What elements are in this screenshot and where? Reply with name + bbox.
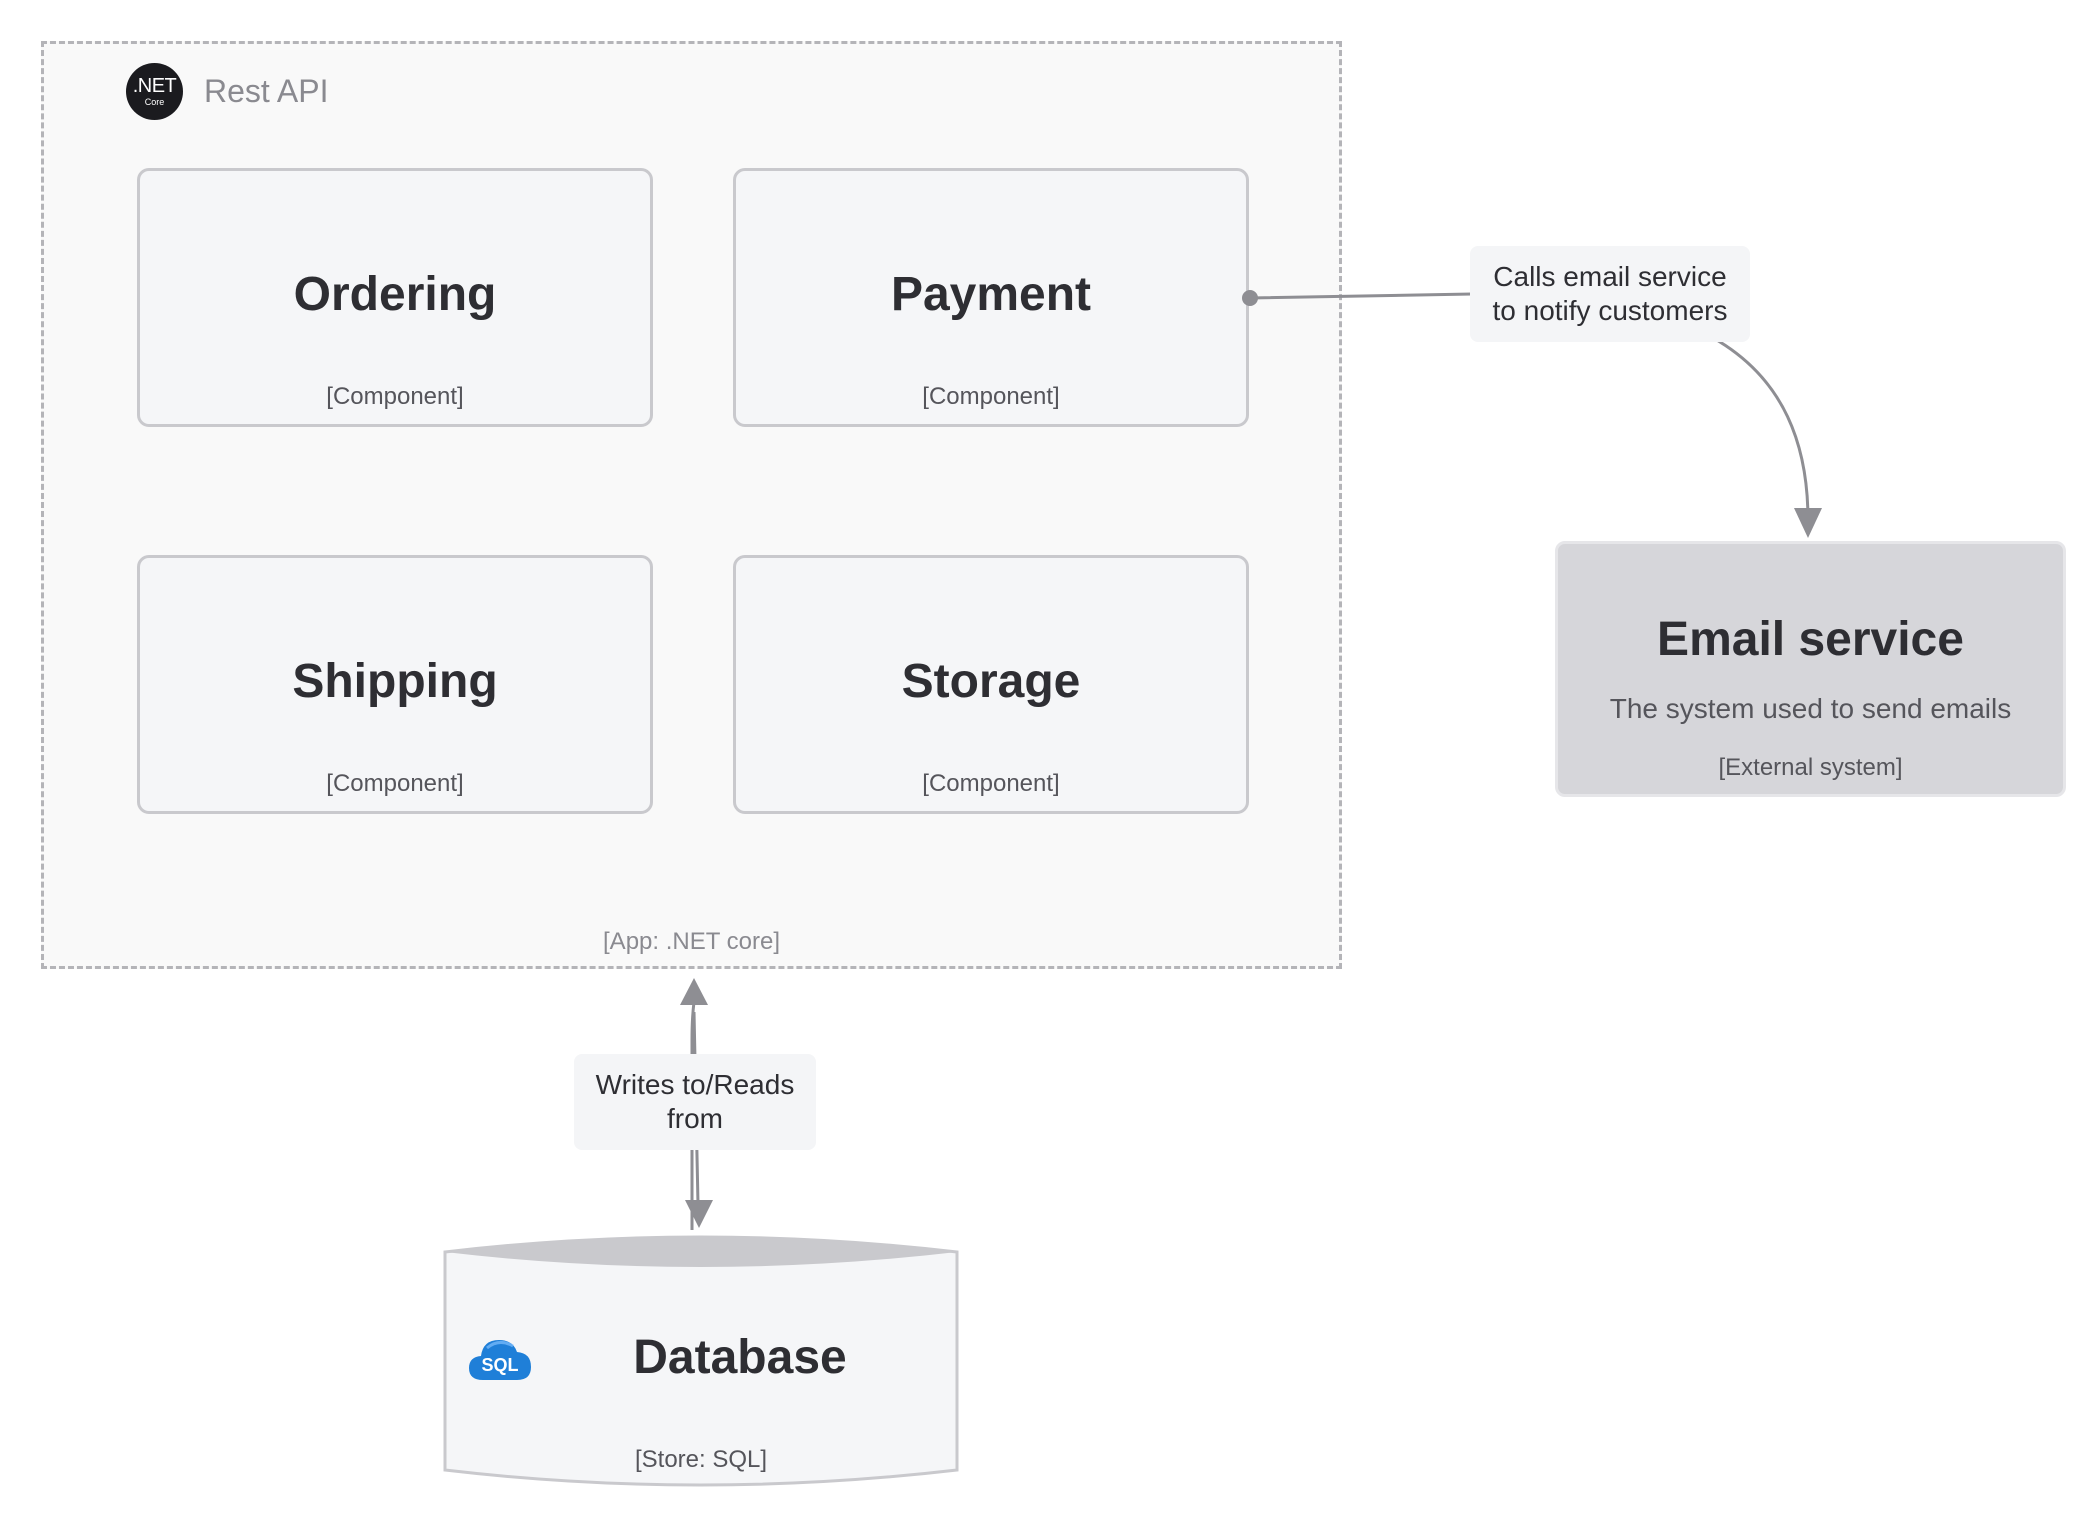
boundary-title: Rest API [204, 72, 329, 109]
edge-api-db [690, 1001, 696, 1230]
boundary-technology: [App: .NET core] [603, 928, 780, 955]
edge-label-line: to notify customers [1492, 295, 1728, 326]
edge-label-api-db: Writes to/Reads from [574, 1054, 816, 1150]
component-technology: [Component] [326, 383, 464, 410]
edge-label-payment-email: Calls email service to notify customers [1470, 246, 1750, 342]
database-cylinder-top [445, 1237, 957, 1267]
boundary-header: .NET Core Rest API [126, 62, 329, 120]
component-technology: [Component] [326, 770, 464, 797]
component-title: Payment [890, 268, 1092, 321]
sql-icon-text: SQL [481, 1355, 519, 1375]
edge-label-line: Writes to/Reads [595, 1069, 795, 1100]
arrowhead-api [680, 978, 708, 1005]
database-title[interactable]: Database [633, 1331, 847, 1384]
component-ordering[interactable]: Ordering [Component] [137, 168, 653, 427]
component-payment[interactable]: Payment [Component] [733, 168, 1249, 427]
dotnet-core-icon: .NET Core [126, 62, 183, 120]
component-storage[interactable]: Storage [Component] [733, 555, 1249, 814]
dotnet-logo-text: .NET [132, 74, 177, 97]
cloud-icon [469, 1340, 531, 1380]
component-title: Shipping [292, 655, 498, 708]
arrowhead-email [1794, 508, 1822, 538]
component-title: Storage [901, 655, 1081, 708]
edge-label-line: Calls email service [1493, 261, 1727, 292]
database-technology: [Store: SQL] [634, 1446, 768, 1473]
dotnet-logo-subtext: Core [144, 96, 165, 107]
component-technology: [Component] [922, 383, 1060, 410]
external-email-service[interactable]: Email service The system used to send em… [1555, 541, 2066, 797]
external-technology: [External system] [1718, 754, 1903, 781]
component-title: Ordering [293, 268, 497, 321]
azure-sql-cloud-icon: SQL [467, 1332, 533, 1382]
component-technology: [Component] [922, 770, 1060, 797]
arrowhead-db [685, 1200, 713, 1228]
external-description: The system used to send emails [1609, 693, 2012, 724]
component-shipping[interactable]: Shipping [Component] [137, 555, 653, 814]
edge-label-line: from [666, 1103, 723, 1134]
external-title: Email service [1657, 613, 1964, 666]
